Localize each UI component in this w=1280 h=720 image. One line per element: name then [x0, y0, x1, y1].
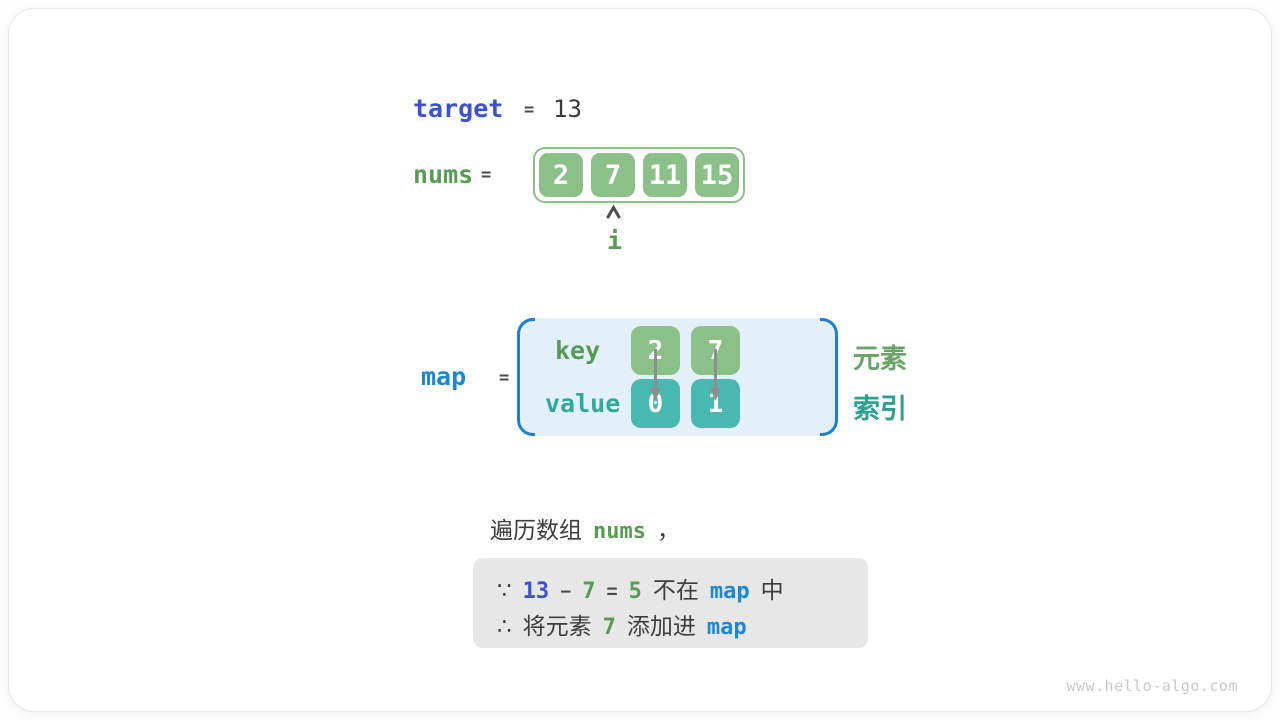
note-token: − [560, 582, 572, 603]
note-token: ∵ [497, 577, 512, 603]
caption: 遍历数组 nums ， [490, 511, 680, 545]
target-equals: = [524, 100, 535, 120]
caption-code: nums [593, 519, 646, 544]
note-token: 不在 [652, 577, 699, 603]
nums-equals: = [481, 165, 492, 185]
note-token: ∴ [497, 613, 512, 639]
nums-label: nums [413, 160, 474, 189]
note-token: 将元素 [522, 613, 592, 639]
note-token: map [706, 615, 747, 640]
map-bracket-right [820, 318, 838, 436]
map-container: key value 2 7 0 1 [517, 318, 838, 436]
note-token: map [709, 579, 750, 604]
map-label: map [421, 362, 467, 391]
map-equals: = [499, 368, 510, 388]
index-row-label: 索引 [853, 394, 907, 424]
note-token: 添加进 [626, 613, 696, 639]
array-cell: 15 [695, 153, 739, 197]
array-cell: 7 [591, 153, 635, 197]
watermark: www.hello-algo.com [1066, 677, 1238, 695]
index-pointer-icon [606, 205, 621, 219]
caption-text-post: ， [656, 517, 680, 543]
note-line-2: ∴ 将元素 7 添加进 map [497, 607, 868, 640]
target-label: target [413, 94, 504, 123]
nums-array: 2 7 11 15 [533, 147, 745, 203]
note-box: ∵ 13 − 7 = 5 不在 map 中 ∴ 将元素 7 添加进 map [473, 558, 868, 648]
note-token: 13 [522, 579, 550, 604]
array-cell: 11 [643, 153, 687, 197]
array-cell: 2 [539, 153, 583, 197]
map-value-label: value [545, 389, 621, 418]
caption-text-pre: 遍历数组 [490, 517, 582, 543]
target-value: 13 [553, 95, 582, 123]
map-key-label: key [555, 336, 601, 365]
map-key-cell: 7 [691, 326, 740, 375]
note-token: 5 [628, 579, 642, 604]
note-token: 7 [602, 615, 616, 640]
note-token: 7 [582, 579, 596, 604]
element-row-label: 元素 [853, 344, 907, 374]
map-arrow-icon [650, 349, 661, 401]
index-pointer-label: i [607, 226, 623, 255]
note-token: = [606, 582, 618, 603]
note-token: 中 [760, 577, 784, 603]
map-bracket-left [517, 318, 535, 436]
map-arrow-icon [710, 349, 721, 401]
note-line-1: ∵ 13 − 7 = 5 不在 map 中 [497, 571, 868, 604]
